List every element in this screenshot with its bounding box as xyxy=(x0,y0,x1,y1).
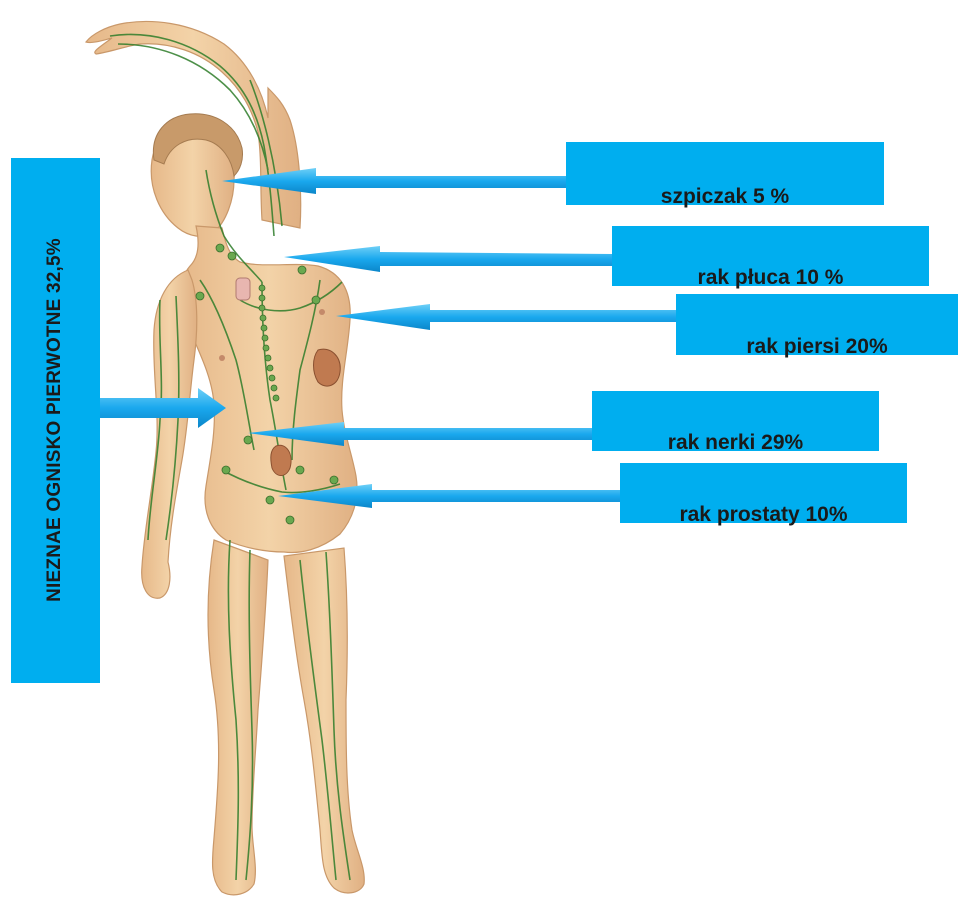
label-rak-nerki: rak nerki 29% xyxy=(668,432,803,453)
kidney xyxy=(271,445,291,475)
label-box-szpiczak: szpiczak 5 % xyxy=(566,142,884,205)
label-box-rak-piersi: rak piersi 20% xyxy=(676,294,958,355)
label-box-rak-nerki: rak nerki 29% xyxy=(592,391,879,451)
nipple-right xyxy=(319,309,325,315)
thymus xyxy=(236,278,250,300)
label-rak-pluca: rak płuca 10 % xyxy=(698,267,844,288)
label-szpiczak: szpiczak 5 % xyxy=(661,186,789,207)
label-rak-prostaty: rak prostaty 10% xyxy=(679,504,847,525)
nipple-left xyxy=(219,355,225,361)
label-box-rak-pluca: rak płuca 10 % xyxy=(612,226,929,286)
label-box-rak-prostaty: rak prostaty 10% xyxy=(620,463,907,523)
arrow-rak-pluca xyxy=(284,246,612,272)
side-label-text: NIEZNAE OGNISKO PIERWOTNE 32,5% xyxy=(44,238,66,602)
label-rak-piersi: rak piersi 20% xyxy=(746,336,887,357)
arrow-rak-piersi xyxy=(336,304,680,330)
